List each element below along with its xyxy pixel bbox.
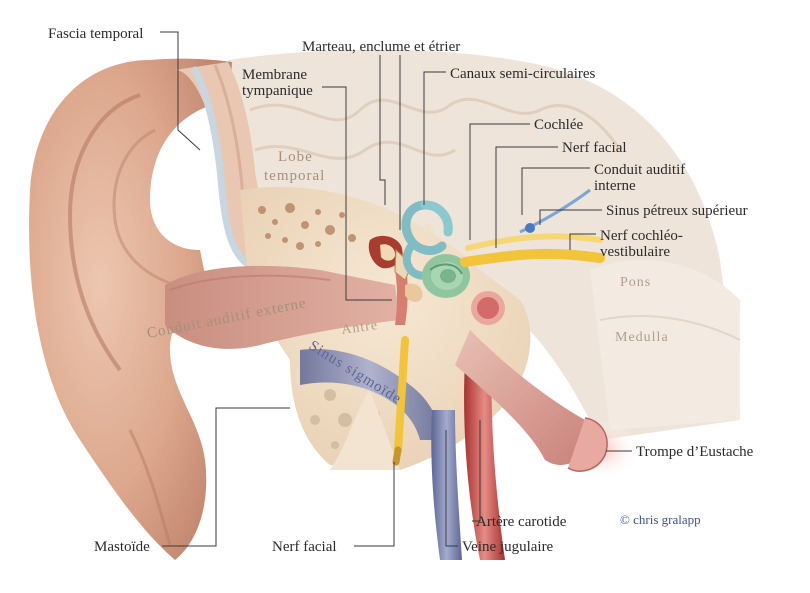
label-mastoid: Mastoïde bbox=[94, 539, 150, 555]
carotid-canal bbox=[471, 291, 505, 325]
label-internal-canal-line2: interne bbox=[594, 178, 636, 194]
label-fascia-temporal: Fascia temporal bbox=[48, 26, 143, 42]
label-antrum: Antre bbox=[340, 318, 379, 338]
leader-lines bbox=[160, 31, 632, 547]
facial-nerve-descending bbox=[394, 336, 409, 454]
label-facial-nerve-bottom: Nerf facial bbox=[272, 539, 337, 555]
label-ossicles: Marteau, enclume et étrier bbox=[302, 39, 460, 55]
label-eustachian-tube: Trompe d’Eustache bbox=[636, 444, 754, 460]
cranial-nerves bbox=[460, 188, 605, 267]
credit-text: © chris gralapp bbox=[620, 512, 701, 527]
auricle bbox=[29, 58, 232, 561]
label-membrane-line1: Membrane bbox=[242, 67, 307, 83]
label-lobe: Lobe bbox=[278, 149, 313, 165]
label-vestibulocochlear-line1: Nerf cochléo- bbox=[600, 228, 683, 244]
label-superior-petrosal-sinus: Sinus pétreux supérieur bbox=[606, 203, 748, 219]
label-internal-canal-line1: Conduit auditif bbox=[594, 162, 685, 178]
label-facial-nerve-top: Nerf facial bbox=[562, 140, 627, 156]
callout-labels: Fascia temporal Marteau, enclume et étri… bbox=[48, 26, 754, 555]
external-auditory-canal bbox=[165, 265, 400, 349]
label-cochlea: Cochlée bbox=[534, 117, 583, 133]
label-medulla: Medulla bbox=[615, 330, 669, 345]
sigmoid-sinus bbox=[300, 349, 440, 440]
label-temporal: temporal bbox=[264, 168, 325, 184]
middle-ear bbox=[368, 235, 423, 325]
skull-layers bbox=[175, 62, 330, 275]
label-vestibulocochlear-line2: vestibulaire bbox=[600, 244, 670, 260]
cochlea bbox=[422, 254, 470, 298]
eustachian-tube bbox=[455, 330, 640, 480]
label-membrane-line2: tympanique bbox=[242, 83, 313, 99]
label-carotid-artery: Artère carotide bbox=[476, 514, 567, 530]
label-semicircular-canals: Canaux semi-circulaires bbox=[450, 66, 596, 82]
great-vessels bbox=[431, 360, 505, 560]
label-pons: Pons bbox=[620, 275, 651, 290]
label-jugular-vein: Veine jugulaire bbox=[462, 539, 554, 555]
